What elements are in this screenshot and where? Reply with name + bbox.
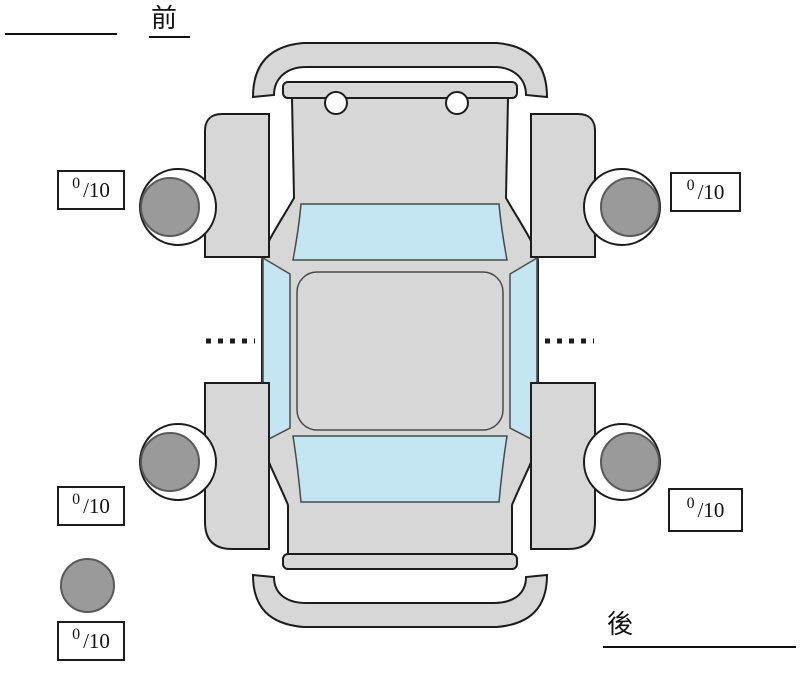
rear-bumper <box>251 573 549 628</box>
tread-score-value: 0 <box>686 495 695 512</box>
tire-rear-left <box>140 432 200 492</box>
front-label: 前 <box>149 4 191 38</box>
front-bumper <box>251 42 549 99</box>
tread-score-front-left: 0 /10 <box>57 170 125 210</box>
wiper-pivot-left <box>324 91 348 115</box>
spare-tire <box>60 558 115 613</box>
fender-rear-left <box>204 382 270 550</box>
rear-rule-line <box>603 646 796 648</box>
fender-front-right <box>530 113 596 258</box>
tread-score-max: /10 <box>697 497 725 522</box>
tread-score-max: /10 <box>697 179 725 204</box>
tread-score-spare: 0 /10 <box>57 621 125 661</box>
roof <box>296 271 504 431</box>
tread-score-max: /10 <box>83 493 110 518</box>
tread-score-front-right: 0 /10 <box>670 172 741 212</box>
rear-trim-panel <box>282 553 518 570</box>
fender-rear-right <box>530 382 596 550</box>
tread-score-value: 0 <box>72 491 81 508</box>
wiper-pivot-right <box>445 91 469 115</box>
tire-rear-right <box>600 432 660 492</box>
tire-front-left <box>140 177 200 237</box>
front-rule-line <box>5 33 117 35</box>
tread-score-value: 0 <box>72 626 81 643</box>
fender-front-left <box>204 113 270 258</box>
tread-score-rear-right: 0 /10 <box>668 488 743 532</box>
rear-label: 後 <box>607 609 634 639</box>
tire-front-right <box>600 177 660 237</box>
windshield <box>292 203 508 261</box>
rear-window <box>292 435 508 503</box>
tread-score-max: /10 <box>83 177 110 202</box>
tread-score-rear-left: 0 /10 <box>57 486 125 526</box>
tread-score-value: 0 <box>686 177 695 194</box>
front-grille <box>282 81 518 99</box>
tread-score-value: 0 <box>72 175 81 192</box>
tread-score-max: /10 <box>83 628 110 653</box>
